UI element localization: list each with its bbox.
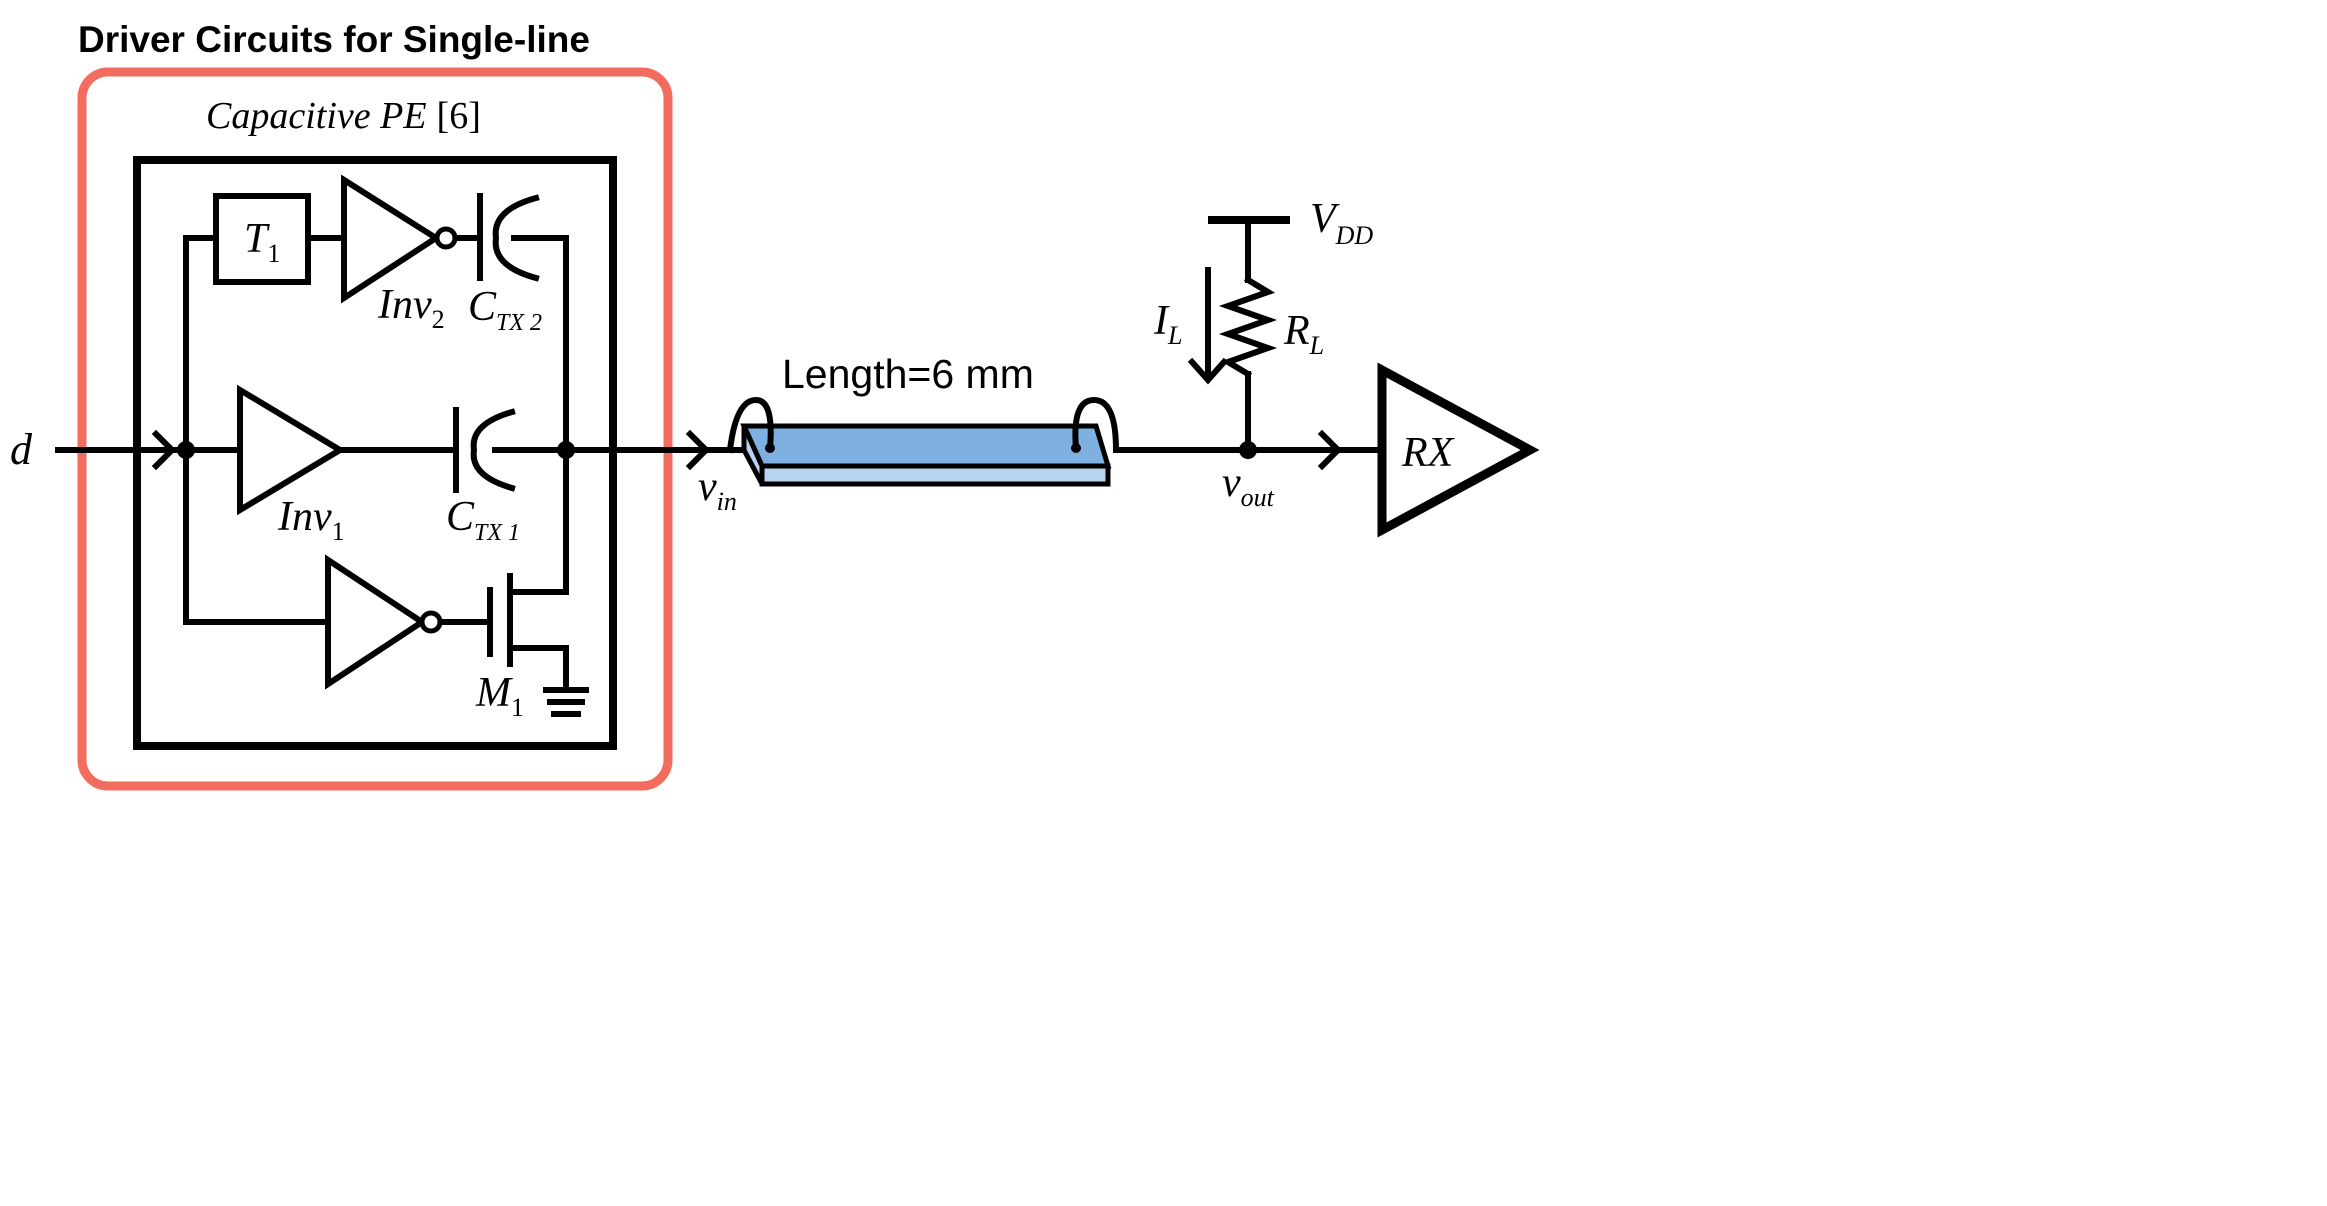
inverter-m1-bubble-icon (419, 610, 443, 634)
driver-block-label: Capacitive PE[6] (206, 95, 481, 137)
delay-block-t1 (213, 193, 311, 285)
receiver-rx-icon (1377, 362, 1540, 538)
driver-highlight-border (77, 67, 673, 791)
channel-length-label: Length=6 mm (782, 351, 1034, 397)
diagram-title: Driver Circuits for Single-line (78, 19, 590, 60)
current-arrow-icon (1187, 267, 1229, 385)
inverter-inv2-icon (341, 174, 442, 304)
vin-arrow-icon (685, 429, 711, 471)
inverter-m1-driver-icon (325, 554, 428, 690)
delay-label: T1 (244, 216, 280, 268)
resistor-rl-icon (1218, 275, 1278, 379)
ctx1-label: CTX 1 (446, 494, 520, 546)
capacitor-ctx2-icon (477, 193, 540, 282)
ctx2-label: CTX 2 (468, 284, 542, 336)
il-label: IL (1153, 298, 1182, 350)
buffer-inv1-icon (237, 384, 346, 516)
inverter-inv2-bubble-icon (434, 226, 458, 250)
capacitor-ctx1-icon (453, 407, 516, 493)
junction-dot-left (177, 441, 195, 459)
inv2-label: Inv2 (377, 282, 445, 334)
circuit-diagram: Driver Circuits for Single-line Capaciti… (10, 19, 1540, 791)
transmission-line (726, 396, 1120, 487)
input-label: d (10, 425, 33, 474)
ground-icon (543, 687, 589, 717)
vdd-label: VDD (1310, 196, 1373, 250)
vout-label: vout (1222, 460, 1275, 512)
inv1-label: Inv1 (277, 494, 345, 546)
rl-label: RL (1283, 308, 1324, 360)
input-arrow-icon (151, 429, 177, 471)
transistor-m1-icon (487, 573, 513, 667)
junction-dot-vout (1239, 441, 1257, 459)
vin-label: vin (698, 464, 737, 516)
m1-label: M1 (475, 670, 524, 722)
junction-dot-right (557, 441, 575, 459)
vout-arrow-icon (1317, 429, 1343, 471)
receiver-label: RX (1401, 430, 1456, 476)
